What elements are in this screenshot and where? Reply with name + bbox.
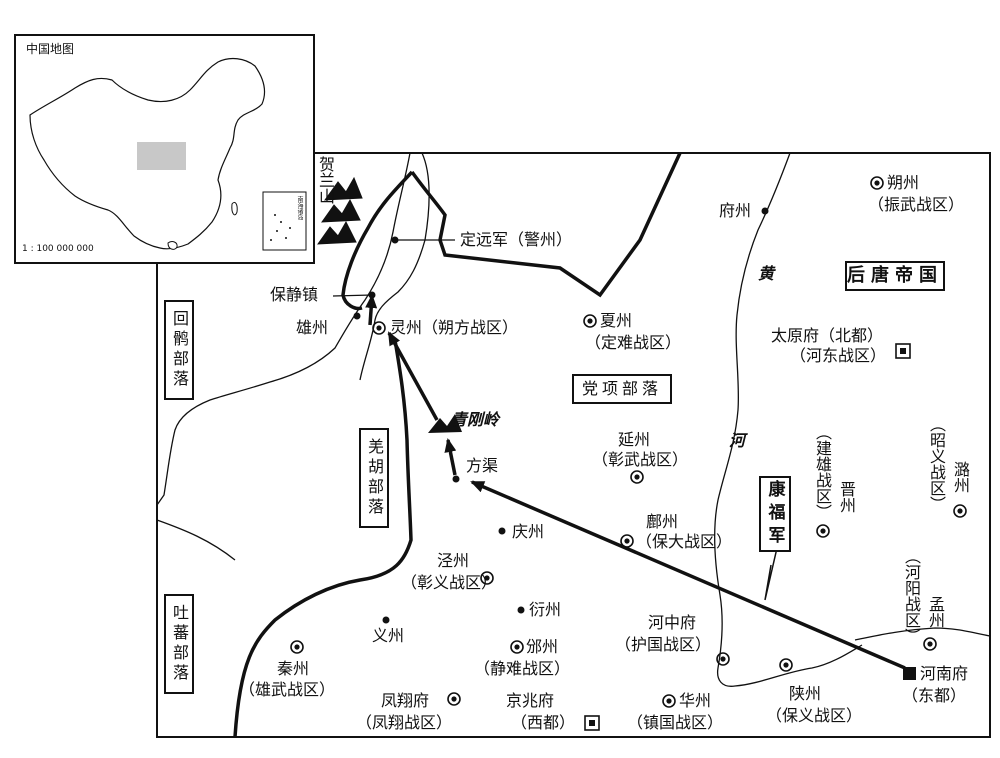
square-capital-icon bbox=[584, 715, 600, 731]
circle-dot-icon bbox=[447, 692, 461, 706]
place-jingzhao: 京兆府 bbox=[506, 691, 555, 710]
campaign-route bbox=[365, 294, 906, 670]
capital-symbols bbox=[584, 343, 916, 731]
mountain-label: 贺兰山 bbox=[316, 156, 335, 204]
place-qinzhou: 秦州 bbox=[277, 659, 310, 678]
circle-dot-icon bbox=[816, 524, 830, 538]
circle-dot-icon bbox=[583, 314, 597, 328]
place-baojingzhen: 保静镇 bbox=[270, 285, 319, 304]
circle-dot-icon bbox=[662, 694, 676, 708]
place-jingzhao-region: （西都） bbox=[511, 713, 576, 732]
place-qingzhou: 庆州 bbox=[512, 522, 545, 541]
circle-dot-icon bbox=[630, 470, 644, 484]
place-henan-region: （东都） bbox=[902, 686, 967, 705]
tribe-label-dangxiang: 党项部落 bbox=[572, 374, 672, 404]
circle-dot-icon bbox=[923, 637, 937, 651]
dot-icon bbox=[498, 527, 506, 535]
circle-dot-icon bbox=[510, 640, 524, 654]
circle-dot-icon bbox=[953, 504, 967, 518]
dot-icon bbox=[382, 616, 390, 624]
place-fuzhou2: 鄜州 bbox=[646, 512, 679, 531]
army-callout-pointer bbox=[764, 547, 778, 601]
place-shanzhou-region: （保义战区） bbox=[766, 706, 863, 725]
place-huazhou-region: （镇国战区） bbox=[627, 713, 724, 732]
place-taiyuan-region: （河东战区） bbox=[790, 346, 887, 365]
filled-square-capital-icon bbox=[903, 667, 916, 680]
place-fengxiang-region: （凤翔战区） bbox=[356, 713, 453, 732]
place-fengxiang: 凤翔府 bbox=[381, 691, 430, 710]
circle-dot-icon bbox=[290, 640, 304, 654]
place-jingzhou: 泾州 bbox=[437, 551, 470, 570]
pass-icon bbox=[428, 414, 462, 433]
prefecture-symbols bbox=[290, 176, 967, 708]
frontier-lines bbox=[233, 152, 682, 738]
inset-scale: 1 : 100 000 000 bbox=[22, 244, 94, 254]
tribe-label-huihe: 回鹘部落 bbox=[164, 300, 194, 400]
tribe-label-qianghu: 羌胡部落 bbox=[359, 428, 389, 528]
place-heyang-region: （河阳战区） bbox=[902, 548, 921, 644]
place-hezhong-region: （护国战区） bbox=[615, 635, 712, 654]
mountain-icon bbox=[316, 176, 363, 245]
inset-highlight bbox=[137, 142, 186, 170]
dot-icon bbox=[452, 475, 460, 483]
inset-taiwan bbox=[231, 201, 238, 216]
army-label: 康福军 bbox=[759, 476, 791, 552]
place-fuzhou2-region: （保大战区） bbox=[636, 532, 733, 551]
inset-sea-label: 南海诸岛 bbox=[296, 196, 303, 220]
place-jianxiong-region: （建雄战区） bbox=[813, 424, 832, 520]
dot-icon bbox=[517, 606, 525, 614]
place-yizhou: 义州 bbox=[372, 626, 405, 645]
place-taiyuan: 太原府（北都） bbox=[771, 326, 884, 345]
inset-title: 中国地图 bbox=[26, 42, 75, 56]
place-qinzhou-region: （雄武战区） bbox=[239, 680, 336, 699]
circle-dot-icon bbox=[480, 571, 494, 585]
place-hezhong: 河中府 bbox=[648, 613, 697, 632]
place-fangqu: 方渠 bbox=[466, 456, 499, 475]
place-yanzhou-region: （彰武战区） bbox=[592, 450, 689, 469]
leader-line bbox=[332, 294, 373, 297]
rivers-and-borders bbox=[156, 152, 991, 687]
place-binzhou-region: （静难战区） bbox=[474, 659, 571, 678]
place-xiazhou: 夏州 bbox=[600, 311, 633, 330]
pass-label: 青刚岭 bbox=[451, 410, 500, 429]
place-shuozhou: 朔州 bbox=[887, 173, 920, 192]
circle-dot-icon bbox=[870, 176, 884, 190]
place-shanzhou: 陕州 bbox=[789, 684, 822, 703]
place-binzhou: 邠州 bbox=[526, 637, 559, 656]
place-jingzhou-region: （彰义战区） bbox=[401, 573, 498, 592]
place-henan: 河南府 bbox=[920, 664, 969, 683]
place-dingyuanjun: 定远军（警州） bbox=[460, 230, 573, 249]
inset-hainan bbox=[167, 241, 178, 250]
place-zhaoyi-region: （昭义战区） bbox=[927, 416, 946, 512]
map-frame bbox=[156, 152, 991, 738]
place-mengzhou: 孟州 bbox=[926, 596, 945, 628]
inset-islands bbox=[270, 214, 291, 241]
place-lingzhou: 灵州（朔方战区） bbox=[390, 318, 519, 337]
river-label-he: 河 bbox=[729, 431, 746, 450]
place-yanzhou: 延州 bbox=[618, 430, 651, 449]
place-shuozhou-region: （振武战区） bbox=[868, 195, 965, 214]
place-xiazhou-region: （定难战区） bbox=[585, 333, 682, 352]
dot-icon bbox=[353, 312, 361, 320]
place-jinzhou: 晋州 bbox=[837, 481, 856, 513]
place-huazhou: 华州 bbox=[679, 691, 712, 710]
circle-dot-icon bbox=[620, 534, 634, 548]
dot-icon bbox=[761, 207, 769, 215]
square-capital-icon bbox=[895, 343, 911, 359]
tribe-label-tubo: 吐蕃部落 bbox=[164, 594, 194, 694]
river-label-huang: 黄 bbox=[758, 264, 775, 283]
circle-dot-icon bbox=[779, 658, 793, 672]
place-xiongzhou: 雄州 bbox=[296, 318, 329, 337]
empire-label: 后唐帝国 bbox=[845, 261, 945, 291]
circle-dot-icon bbox=[716, 652, 730, 666]
circle-dot-icon bbox=[372, 321, 386, 335]
place-fuzhou: 府州 bbox=[719, 201, 752, 220]
place-ningzhou: 衍州 bbox=[529, 600, 562, 619]
place-luzhou: 潞州 bbox=[951, 461, 970, 493]
